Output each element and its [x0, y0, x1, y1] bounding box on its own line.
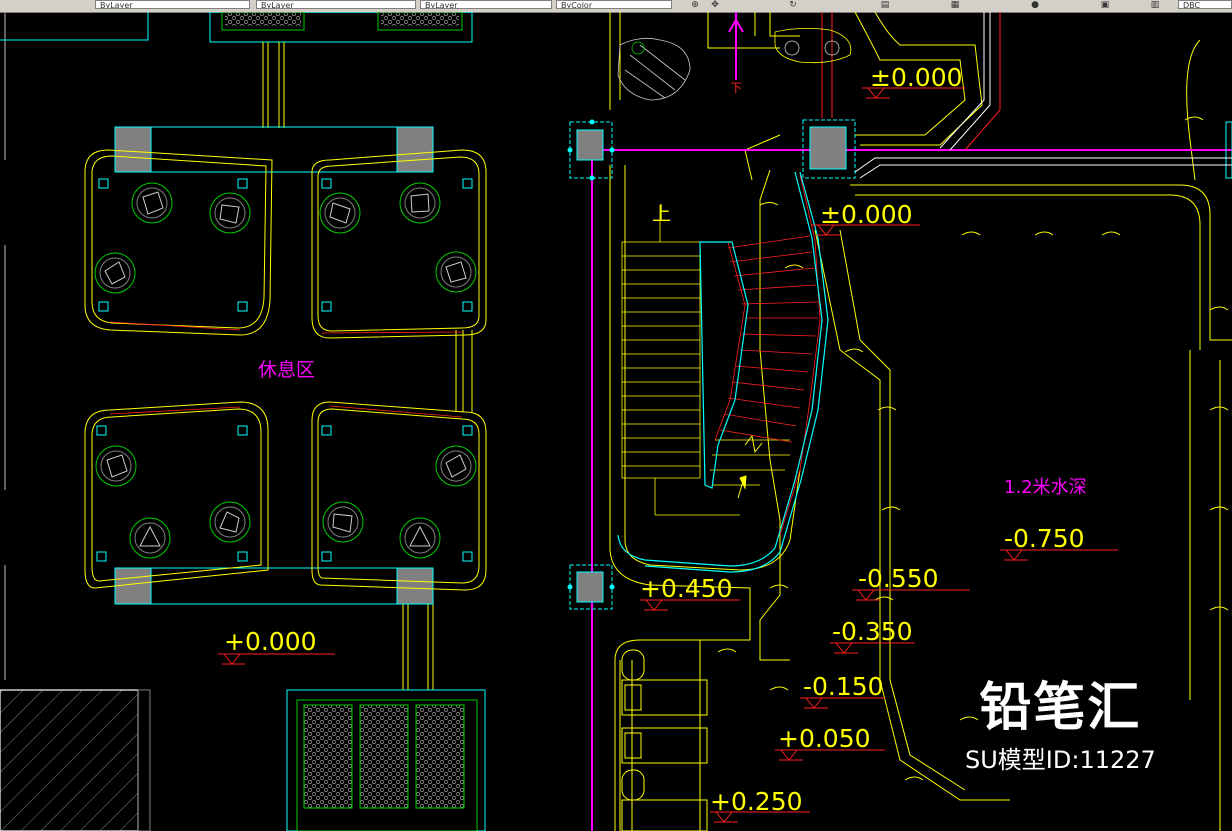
pan-icon[interactable]: ✥	[711, 0, 719, 10]
column-markers	[96, 178, 473, 562]
matchprop-icon[interactable]: ▦	[950, 0, 960, 10]
linetype-field[interactable]: ByLayer	[95, 0, 250, 9]
plant-marks	[717, 116, 1229, 781]
grid-axes	[591, 12, 1232, 831]
elevation-label: +0.250	[710, 787, 803, 816]
top-edge-lines	[821, 12, 1232, 179]
bottom-planter	[286, 689, 486, 831]
seat-stools	[94, 182, 477, 559]
elevation-label: -0.150	[803, 672, 884, 701]
drawing-text: 休息区 上 下 1.2米水深 ±0.000 ±0.000 +0.000 +0.4…	[224, 63, 1087, 816]
zoom-icon[interactable]: ⊕	[691, 0, 699, 10]
lineweight-field[interactable]: ByLayer	[256, 0, 416, 9]
properties-icon[interactable]: ▤	[880, 0, 890, 10]
pool-edge-cyan	[617, 171, 829, 573]
left-edge-lines	[0, 12, 149, 680]
drawing-canvas[interactable]: 休息区 上 下 1.2米水深 ±0.000 ±0.000 +0.000 +0.4…	[0, 12, 1232, 831]
stair-down-label: 下	[730, 81, 742, 95]
top-plants	[617, 28, 852, 101]
elevation-label: -0.750	[1004, 524, 1085, 553]
sheetset-icon[interactable]: ●	[1031, 0, 1039, 10]
watermark-brand: 铅笔汇	[979, 678, 1142, 738]
markup-icon[interactable]: ▣	[1100, 0, 1110, 10]
orbit-icon[interactable]: ↻	[789, 0, 797, 10]
elevation-label: +0.050	[778, 724, 871, 753]
elevation-label: +0.450	[640, 574, 733, 603]
elevation-label: -0.350	[832, 617, 913, 646]
elevation-label: -0.550	[858, 564, 939, 593]
pool-outlines	[609, 12, 1232, 831]
grid-column-boxes	[567, 119, 1232, 610]
calculator-icon[interactable]: ▥	[1150, 0, 1160, 10]
top-planters	[209, 12, 473, 43]
plotstyle-field[interactable]: ByColor	[556, 0, 672, 9]
stair-up-label: 上	[652, 203, 671, 225]
stair-break-line	[737, 434, 763, 499]
stairs-yellow	[621, 205, 790, 516]
brand-watermark: 铅笔汇 SU模型ID:11227	[965, 678, 1156, 775]
vertical-paths	[262, 42, 434, 690]
cad-toolbar: ByLayer ByLayer ByLayer ByColor ⊕ ✥ ↻ ▤ …	[0, 0, 1232, 13]
water-depth-label: 1.2米水深	[1004, 477, 1087, 498]
elevation-label: +0.000	[224, 627, 317, 656]
color-field[interactable]: ByLayer	[420, 0, 552, 9]
elev-markers-left	[218, 653, 335, 665]
elevation-label: ±0.000	[870, 63, 963, 92]
hatched-building	[0, 689, 151, 831]
bench-inner-red	[109, 321, 463, 418]
rest-area-benches	[84, 149, 487, 591]
rest-area-label: 休息区	[258, 359, 315, 381]
pergola-beams	[114, 126, 434, 605]
elevation-label: ±0.000	[820, 200, 913, 229]
elev-markers-right	[640, 87, 1118, 823]
style-field[interactable]: DBC	[1178, 0, 1232, 9]
watermark-model-id: SU模型ID:11227	[965, 746, 1156, 774]
